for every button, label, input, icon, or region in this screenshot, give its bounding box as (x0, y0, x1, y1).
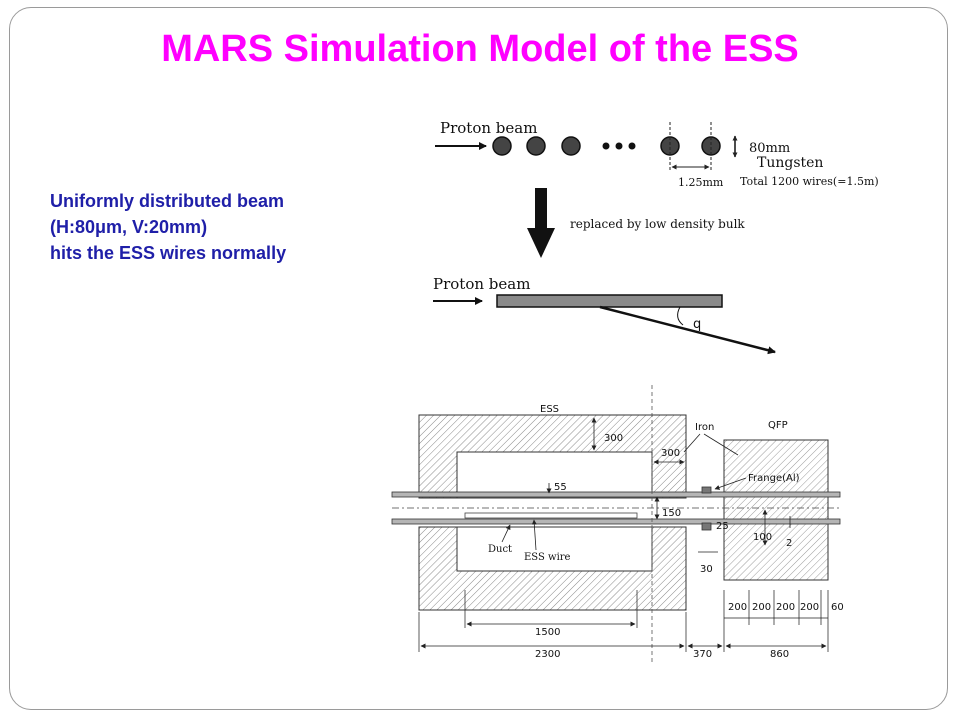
ellipsis-dot (615, 142, 623, 150)
material-label: Tungsten (757, 155, 823, 171)
dim-30: 30 (700, 564, 713, 575)
slide-title: MARS Simulation Model of the ESS (161, 28, 799, 70)
qfp-outline (723, 439, 829, 581)
dim-2300: 2300 (535, 649, 560, 660)
dim-60: 60 (831, 602, 844, 613)
ellipsis-dot (628, 142, 636, 150)
proton-beam-label-2: Proton beam (433, 275, 530, 293)
qfp-magnet (723, 439, 829, 581)
dim-200: 200 (776, 602, 795, 613)
ess-wire-plane (464, 512, 638, 519)
ess-gap-bottom (456, 526, 653, 572)
iron-leader (683, 433, 701, 453)
duct-wall-top (391, 491, 841, 498)
dim-25: 25 (716, 521, 729, 532)
height-label: 80mm (749, 141, 790, 156)
duct-label: Duct (488, 544, 512, 555)
description-line-1: Uniformly distributed beam (50, 191, 285, 211)
total-wires-label: Total 1200 wires(=1.5m) (740, 175, 879, 188)
dim-300-vertical: 300 (604, 433, 623, 444)
iron-leader (703, 433, 739, 456)
flange-top (701, 486, 712, 494)
proton-beam-label: Proton beam (440, 119, 537, 137)
frange-label: Frange(Al) (748, 473, 800, 484)
ess-wire-label: ESS wire (524, 552, 571, 563)
dim-200: 200 (800, 602, 819, 613)
beam-description: Uniformly distributed beam (H:80μm, V:20… (50, 188, 286, 266)
ess-gap-top (456, 451, 653, 499)
dim-200: 200 (752, 602, 771, 613)
dim-860: 860 (770, 649, 789, 660)
frange-leader (714, 477, 747, 490)
duct-wall-bottom (391, 518, 841, 525)
dim-370: 370 (693, 649, 712, 660)
iron-label: Iron (695, 422, 714, 433)
dim-300-horizontal: 300 (661, 448, 680, 459)
tungsten-wire (561, 136, 581, 156)
tungsten-wire (492, 136, 512, 156)
ellipsis-dot (602, 142, 610, 150)
dim-55: 55 (554, 482, 567, 493)
dim-200: 200 (728, 602, 747, 613)
duct-leader (501, 524, 511, 543)
ess-label: ESS (540, 404, 559, 415)
replace-label: replaced by low density bulk (570, 217, 745, 231)
dim-1500: 1500 (535, 627, 560, 638)
spacing-label: 1.25mm (678, 176, 724, 189)
scattered-beam-arrow (599, 305, 776, 355)
description-line-2: (H:80μm, V:20mm) (50, 217, 208, 237)
wire-array-diagram: Proton beam 1.25mm 80mm Tungsten Total 1… (433, 119, 879, 355)
slide-frame (9, 7, 948, 710)
angle-label: q (693, 317, 701, 332)
dim-150: 150 (662, 508, 681, 519)
replace-down-arrow (527, 188, 555, 258)
qfp-label: QFP (768, 420, 788, 431)
tungsten-wire (526, 136, 546, 156)
dim-2: 2 (786, 538, 792, 549)
flange-bottom (701, 522, 712, 531)
low-density-bulk (496, 294, 723, 308)
angle-arc (677, 306, 684, 326)
ess-wire-leader (531, 519, 537, 551)
dim-100: 100 (753, 532, 772, 543)
ess-qfp-cross-section: ESS QFP Iron Frange(Al) Duct ESS wire 30… (391, 385, 844, 665)
description-line-3: hits the ESS wires normally (50, 243, 287, 263)
